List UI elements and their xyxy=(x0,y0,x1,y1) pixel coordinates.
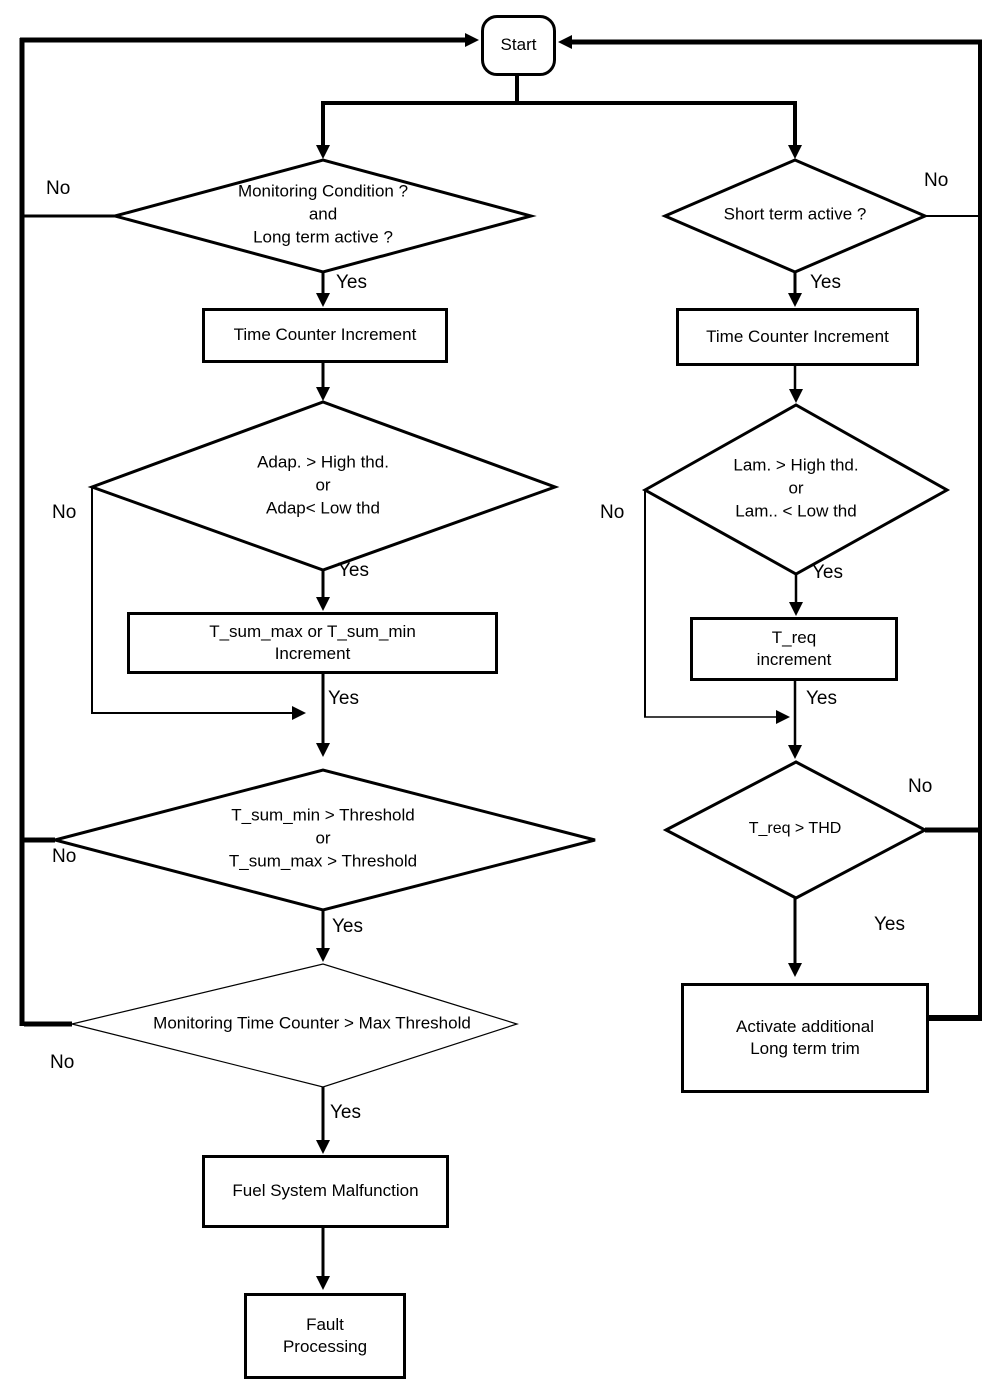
label-yes-monitoring-time: Yes xyxy=(330,1102,361,1123)
label-no-adap-threshold: No xyxy=(52,502,77,523)
arrowhead-into-short-term-active xyxy=(788,145,802,159)
arrowhead-into-t-req-increment xyxy=(789,602,803,616)
label-no-monitoring-condition: No xyxy=(46,178,71,199)
label-yes-t-req-thd: Yes xyxy=(874,914,905,935)
decision-adap-threshold-shape xyxy=(87,400,560,572)
label-yes-short-term: Yes xyxy=(810,272,841,293)
label-yes-monitoring-condition: Yes xyxy=(336,272,367,293)
label-no-short-term: No xyxy=(924,170,949,191)
decision-lam-threshold-shape xyxy=(641,403,951,576)
label-no-lam-threshold: No xyxy=(600,502,625,523)
label-yes-adap-threshold: Yes xyxy=(338,560,369,581)
process-fault-processing: Fault Processing xyxy=(244,1293,406,1379)
label-no-monitoring-time: No xyxy=(50,1052,75,1073)
label-yes-lam-threshold: Yes xyxy=(812,562,843,583)
arrowhead-into-fault-processing xyxy=(316,1276,330,1290)
label-yes-t-sum-threshold: Yes xyxy=(332,916,363,937)
process-t-sum-increment: T_sum_max or T_sum_min Increment xyxy=(127,612,498,674)
arrowhead-into-start-left xyxy=(465,33,479,47)
decision-monitoring-time-counter-shape xyxy=(71,963,519,1088)
arrowhead-into-lam-threshold xyxy=(789,389,803,403)
label-no-t-req-thd: No xyxy=(908,776,933,797)
decision-monitoring-condition-shape xyxy=(109,158,537,274)
process-time-counter-increment-left: Time Counter Increment xyxy=(202,308,448,363)
arrowhead-into-activate-trim xyxy=(788,963,802,977)
process-time-counter-increment-right: Time Counter Increment xyxy=(676,308,919,366)
label-yes-t-req-merge: Yes xyxy=(806,688,837,709)
decision-t-req-thd-label: T_req > THD xyxy=(748,820,842,838)
decision-t-sum-threshold-shape xyxy=(49,768,596,912)
arrowhead-into-t-req-thd xyxy=(788,745,802,759)
arrowhead-into-fuel-malfunction xyxy=(316,1140,330,1154)
arrowhead-adap-no-merge xyxy=(292,706,306,720)
decision-lam-threshold-label: Lam. > High thd. or Lam.. < Low thd xyxy=(733,455,859,521)
process-fuel-system-malfunction: Fuel System Malfunction xyxy=(202,1155,449,1228)
decision-short-term-active-label: Short term active ? xyxy=(723,204,867,224)
arrowhead-into-monitoring-time xyxy=(316,948,330,962)
arrowhead-into-start-right xyxy=(558,35,572,49)
arrowhead-into-monitoring-condition xyxy=(316,145,330,159)
decision-t-sum-threshold-label: T_sum_min > Threshold or T_sum_max > Thr… xyxy=(228,805,418,871)
arrowhead-into-t-sum-threshold xyxy=(316,743,330,757)
label-no-t-sum-threshold: No xyxy=(52,846,77,867)
arrowhead-lam-no-merge xyxy=(776,710,790,724)
terminal-start: Start xyxy=(481,15,556,76)
process-activate-long-term-trim: Activate additional Long term trim xyxy=(681,983,929,1093)
decision-adap-threshold-label: Adap. > High thd. or Adap< Low thd xyxy=(257,452,389,518)
arrowhead-into-right-box1 xyxy=(788,293,802,307)
label-yes-t-sum-merge: Yes xyxy=(328,688,359,709)
process-t-req-increment: T_req increment xyxy=(690,617,898,681)
decision-monitoring-condition-label: Monitoring Condition ? and Long term act… xyxy=(237,181,409,247)
arrowhead-into-left-box1 xyxy=(316,293,330,307)
arrowhead-into-adap-threshold xyxy=(316,387,330,401)
arrowhead-into-t-sum-increment xyxy=(316,597,330,611)
decision-monitoring-time-counter-label: Monitoring Time Counter > Max Threshold xyxy=(153,1013,471,1033)
